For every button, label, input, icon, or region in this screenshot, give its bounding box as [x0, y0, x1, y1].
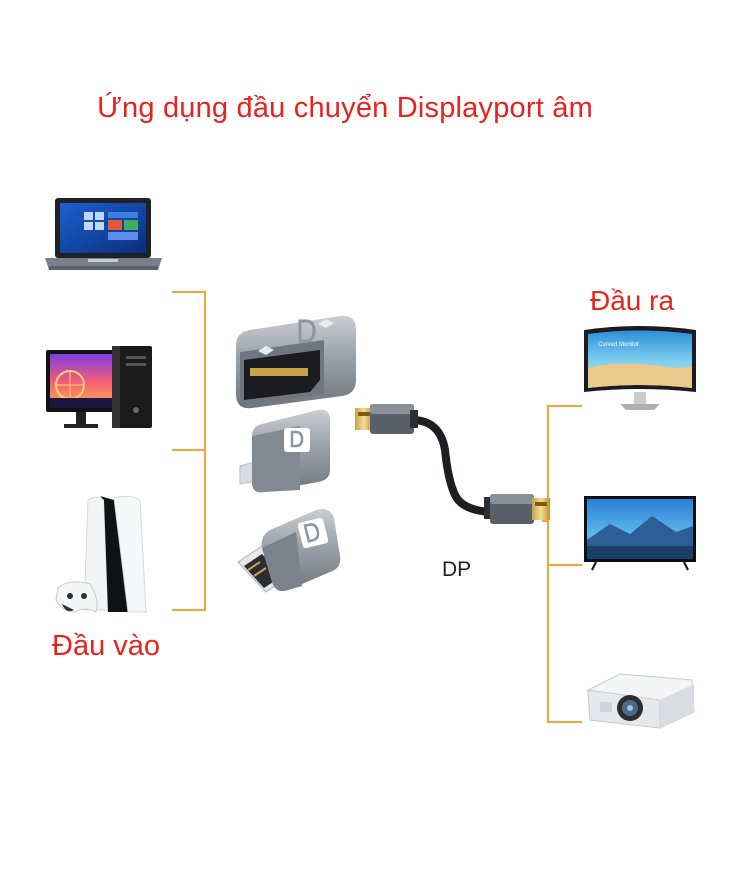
- curved-monitor-icon: Curved Monitor: [584, 326, 696, 410]
- dp-cable-icon: [355, 404, 550, 524]
- dp-female-adapter-icon: [236, 274, 356, 408]
- mini-dp-adapter-icon: [240, 410, 330, 493]
- game-console-icon: [56, 496, 146, 612]
- desktop-pc-icon: [46, 346, 152, 428]
- tv-icon: [584, 496, 696, 570]
- dp-male-adapter-icon: [238, 509, 340, 592]
- output-bracket: [542, 406, 582, 722]
- input-bracket: [172, 292, 205, 610]
- projector-icon: [588, 674, 694, 728]
- laptop-icon: [45, 198, 162, 270]
- monitor-screen-text: Curved Monitor: [598, 342, 639, 348]
